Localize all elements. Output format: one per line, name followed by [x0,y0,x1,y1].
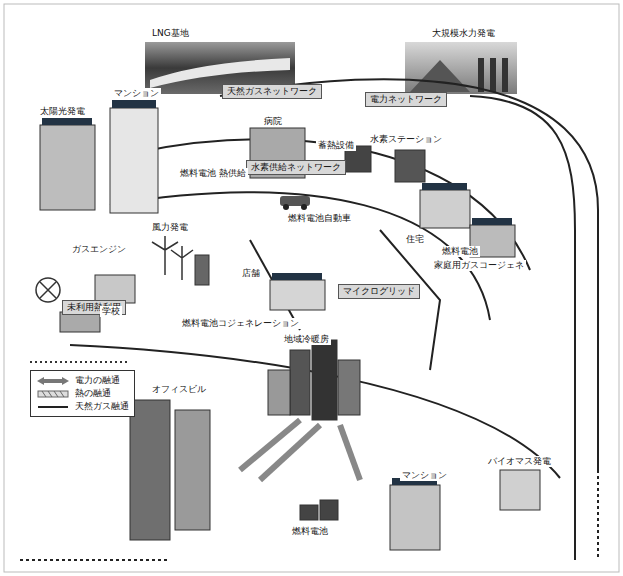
facility-label: 燃料電池 熱供給 [178,168,248,179]
wind-turbines [152,236,193,280]
car [280,196,310,210]
legend-text: 熱の融通 [75,387,111,400]
facility-label: 住宅 [404,234,426,245]
legend: 電力の融通熱の融通天然ガス融通 [30,370,135,417]
facility-label: 家庭用ガスコージェネ [432,260,526,271]
box-label: 水素供給ネットワーク [251,162,341,173]
facility-label: 水素ステーション [368,134,444,145]
facility-label: 燃料電池自動車 [286,213,353,224]
network-box: 水素供給ネットワーク [246,160,346,175]
facility-label: オフィスビル [150,384,208,395]
facility-label: 大規模水力発電 [430,28,497,39]
facility-label: 燃料電池コジェネレーション [180,318,301,329]
facility-label: 学校 [100,306,122,317]
facility-label: 地域冷暖房 [282,334,331,345]
legend-row: 熱の融通 [36,387,129,400]
legend-text: 電力の融通 [75,374,120,387]
facility-label: バイオマス発電 [486,456,553,467]
solar-panels [42,100,512,485]
legend-row: 天然ガス融通 [36,400,129,413]
legend-sample [36,389,70,399]
facility-label: 店舗 [240,268,262,279]
hydro-photo [405,42,517,94]
network-box: マイクログリッド [338,284,420,299]
heat-symbol [36,278,60,302]
facility-label: LNG基地 [150,28,191,39]
divider [30,361,130,363]
facility-label: 蓄熱設備 [316,140,356,151]
legend-sample [36,402,70,412]
frame [4,4,619,572]
legend-row: 電力の融通 [36,374,129,387]
facility-label: 太陽光発電 [38,106,87,117]
facility-label: マンション [112,88,161,99]
facility-label: ガスエンジン [70,244,128,255]
facility-label: マンション [400,470,449,481]
heat-pipes [240,420,360,480]
facility-label: 燃料電池 [440,246,480,257]
buildings [40,108,540,550]
box-label: 天然ガスネットワーク [227,86,317,97]
box-label: マイクログリッド [343,286,415,297]
facility-label: 風力発電 [150,222,190,233]
facility-label: 病院 [262,116,284,127]
network-box: 天然ガスネットワーク [222,84,322,99]
legend-text: 天然ガス融通 [75,400,129,413]
heat-symbol [40,282,56,298]
facility-label: 燃料電池 [290,526,330,537]
box-label: 電力ネットワーク [370,94,442,105]
network-box: 電力ネットワーク [365,92,447,107]
legend-sample [36,376,70,386]
network-lines [20,79,598,560]
